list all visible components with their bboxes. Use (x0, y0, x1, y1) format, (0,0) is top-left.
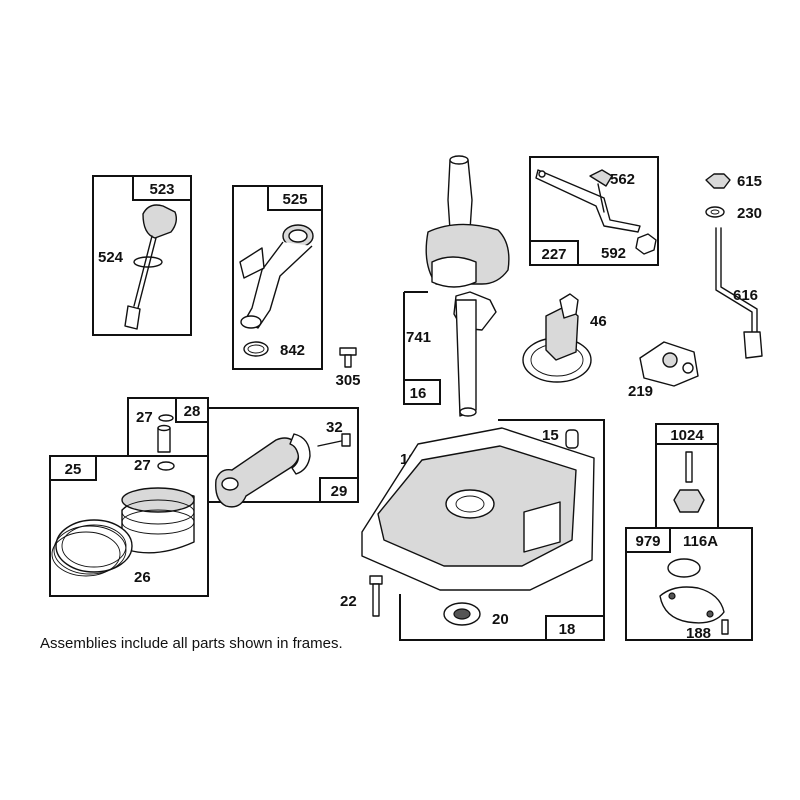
callout-842: 842 (280, 342, 305, 359)
callout-18: 18 (559, 621, 576, 638)
crankcase-part (361, 427, 595, 626)
callout-219: 219 (628, 383, 653, 400)
callout-523: 523 (149, 181, 174, 198)
dipstick-part (124, 204, 178, 330)
callout-616: 616 (733, 287, 758, 304)
callout-305: 305 (335, 372, 360, 389)
screw-305: 305 (335, 347, 361, 389)
callout-1024: 1024 (670, 427, 704, 444)
assemblies-note: Assemblies include all parts shown in fr… (40, 635, 343, 652)
frame-525: 525 842 (232, 185, 323, 370)
frame-227: 227 562 592 (529, 156, 659, 266)
frame-25: 25 27 26 (49, 455, 209, 597)
frame-1024: 1024 (655, 423, 719, 529)
frame-29: 29 32 (207, 407, 359, 508)
frame-979: 979 116A 188 (625, 527, 753, 642)
callout-46: 46 (590, 313, 607, 330)
governor-shaft-group: 615 230 616 (705, 173, 763, 359)
callout-741: 741 (406, 329, 431, 346)
callout-28: 28 (184, 403, 201, 420)
piston-part (51, 487, 195, 577)
callout-562: 562 (610, 171, 635, 188)
callout-29: 29 (331, 483, 348, 500)
frame-523: 523 524 (92, 175, 192, 336)
callout-27b: 27 (134, 457, 151, 474)
camshaft-part: 46 (522, 293, 607, 383)
callout-979: 979 (635, 533, 660, 550)
callout-227: 227 (541, 246, 566, 263)
governor-part: 219 (628, 341, 699, 400)
connecting-rod-part (215, 433, 351, 508)
callout-22: 22 (340, 593, 357, 610)
bolt-22: 22 (340, 575, 383, 617)
callout-20: 20 (492, 611, 509, 628)
frame-18: 18 12 15 20 (361, 419, 605, 641)
callout-32: 32 (326, 419, 343, 436)
crankshaft-part (425, 155, 510, 417)
callout-524: 524 (98, 249, 124, 266)
callout-25: 25 (65, 461, 82, 478)
oil-fill-tube-part (239, 224, 314, 357)
callout-116a: 116A (683, 533, 718, 550)
governor-lever-part (535, 169, 657, 255)
callout-615: 615 (737, 173, 762, 190)
callout-16: 16 (410, 385, 427, 402)
frame-28: 28 27 (127, 397, 209, 457)
frame-16: 16 741 (403, 291, 441, 405)
callout-15: 15 (542, 427, 559, 444)
callout-230: 230 (737, 205, 762, 222)
callout-27a: 27 (136, 409, 153, 426)
callout-188: 188 (686, 625, 711, 642)
callout-592: 592 (601, 245, 626, 262)
callout-26: 26 (134, 569, 151, 586)
callout-525: 525 (282, 191, 307, 208)
